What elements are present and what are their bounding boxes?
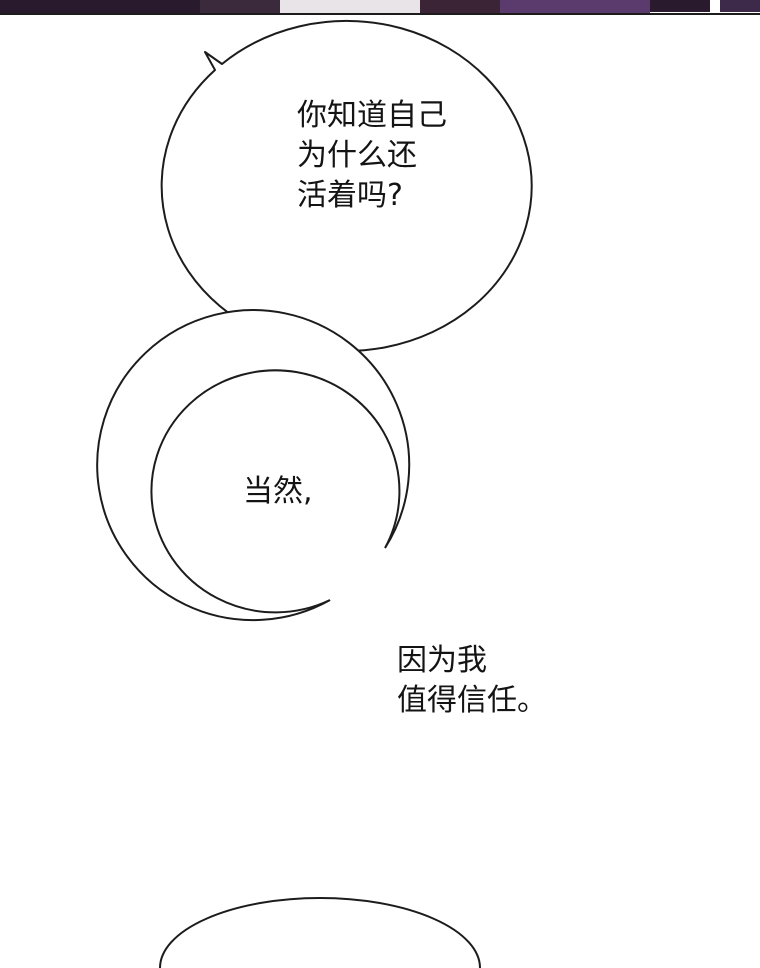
- question-line-1: 你知道自己: [297, 98, 447, 133]
- reply-first-line-1: 当然,: [243, 474, 313, 509]
- reply-first-bubble-outline: [150, 369, 401, 614]
- reply-second-bubble-text: 因为我 值得信任。: [397, 641, 547, 721]
- reply-second-line-1: 因为我: [397, 643, 487, 678]
- reply-second-line-2: 值得信任。: [397, 683, 547, 718]
- reply-first-bubble-text: 当然,: [243, 472, 313, 512]
- bottom-partial-bubble-outline: [159, 897, 481, 968]
- question-line-3: 活着吗?: [297, 178, 403, 213]
- question-bubble-text: 你知道自己 为什么还 活着吗?: [297, 96, 447, 216]
- question-line-2: 为什么还: [297, 138, 417, 173]
- question-bubble-outline: [160, 19, 533, 352]
- previous-panel-artwork: [0, 0, 760, 18]
